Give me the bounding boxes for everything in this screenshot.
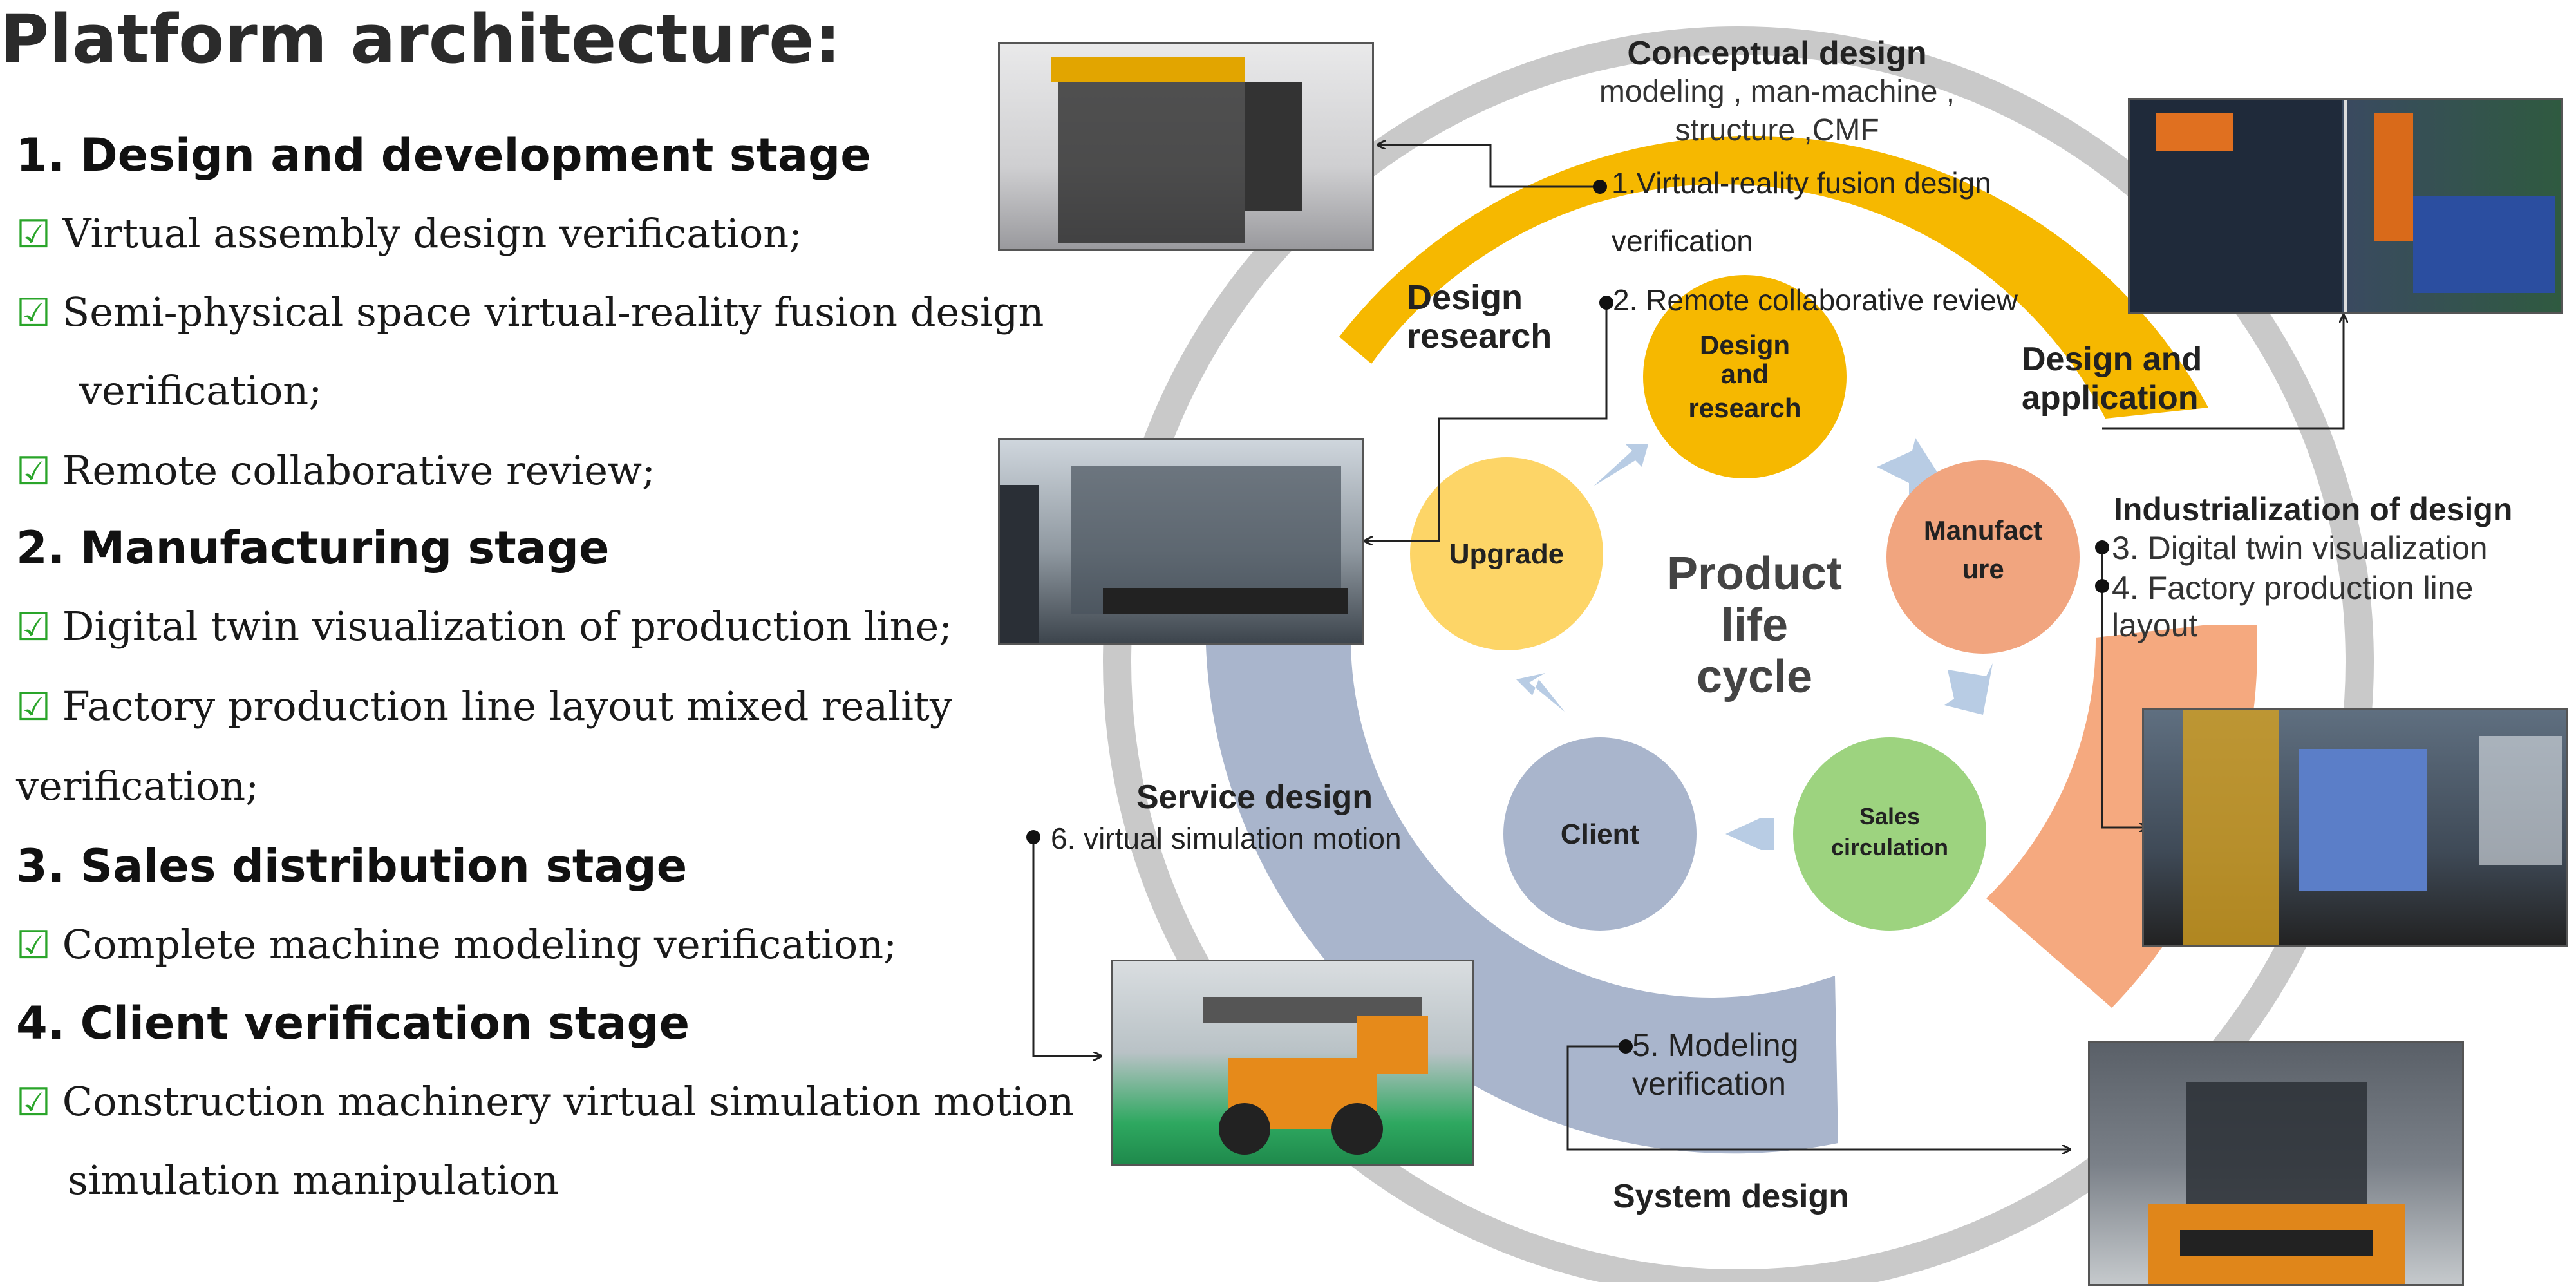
list-item-text: Construction machinery virtual simulatio… — [62, 1078, 1075, 1125]
arc-label-service-design: Service design — [1136, 779, 1373, 816]
industrialization-text: 3. Digital twin visualization — [2112, 530, 2488, 566]
list-item-text: Factory production line layout mixed rea… — [62, 683, 952, 730]
checkbox-icon: ☑ — [16, 212, 51, 257]
node-label: Client — [1561, 818, 1640, 850]
callout-1: 1.Virtual-reality fusion design — [1612, 166, 1991, 200]
node-client — [1503, 737, 1697, 931]
list-item-text: Semi-physical space virtual-reality fusi… — [62, 288, 1044, 336]
callout-6: 6. virtual simulation motion — [1051, 822, 1402, 855]
node-label: and — [1721, 359, 1769, 389]
node-label: Design — [1700, 330, 1790, 360]
center-title: life — [1721, 600, 1788, 651]
list-item-text: Digital twin visualization of production… — [62, 603, 953, 650]
node-label: circulation — [1831, 834, 1948, 860]
center-title: Product — [1667, 548, 1842, 600]
stage-heading-sales-distribution: 3. Sales distribution stage — [16, 840, 688, 893]
list-item-continuation: simulation manipulation — [68, 1157, 559, 1204]
callout-5: 5. Modeling — [1632, 1027, 1799, 1063]
arc-label-system-design: System design — [1613, 1178, 1849, 1215]
checkbox-icon: ☑ — [16, 290, 51, 336]
photo-vr-user — [998, 438, 1364, 645]
list-item-continuation: verification; — [79, 367, 323, 414]
list-item: ☑Remote collaborative review; — [16, 447, 655, 494]
list-item: ☑Factory production line layout mixed re… — [16, 683, 952, 730]
node-upgrade — [1410, 457, 1603, 650]
page-title: Platform architecture: — [0, 0, 841, 79]
node-label: ure — [1962, 554, 2004, 584]
checkbox-icon: ☑ — [16, 1080, 51, 1125]
callout-dots — [1026, 180, 2109, 1054]
connector-lines — [1032, 145, 2344, 1149]
photo-aerial-lift — [1111, 960, 1474, 1166]
node-label: Sales — [1859, 803, 1920, 829]
list-item: ☑Virtual assembly design verification; — [16, 210, 802, 257]
flow-chevron-icon — [1944, 663, 1993, 715]
industrialization-text: layout — [2112, 607, 2198, 643]
list-item: ☑Semi-physical space virtual-reality fus… — [16, 288, 1044, 336]
callout-2: 2. Remote collaborative review — [1613, 283, 2018, 317]
photo-vehicle-cab — [2088, 1041, 2464, 1286]
list-item-text: Virtual assembly design verification; — [62, 210, 803, 257]
list-item: ☑Digital twin visualization of productio… — [16, 603, 952, 650]
conceptual-design-text: structure ,CMF — [1675, 113, 1879, 147]
list-item: ☑Complete machine modeling verification; — [16, 921, 897, 968]
checkbox-icon: ☑ — [16, 923, 51, 968]
photo-factory-line — [2142, 708, 2568, 947]
node-label: research — [1688, 393, 1801, 423]
arc-label-design-application: Design and — [2022, 341, 2202, 378]
arc-label-design-application: application — [2022, 379, 2198, 417]
checkbox-icon: ☑ — [16, 449, 51, 494]
outer-ring — [1103, 26, 2374, 1282]
flow-chevron-icon — [1725, 818, 1774, 850]
conceptual-design-title: Conceptual design — [1627, 35, 1926, 72]
list-item: ☑Construction machinery virtual simulati… — [16, 1078, 1074, 1125]
conceptual-design-text: modeling , man-machine , — [1599, 75, 1955, 109]
stage-heading-design-development: 1. Design and development stage — [16, 129, 871, 182]
photo-cab-design — [998, 42, 1374, 251]
flow-chevron-icon — [1516, 673, 1565, 712]
node-label: Upgrade — [1449, 538, 1564, 570]
stage-heading-client-verification: 4. Client verification stage — [16, 997, 690, 1050]
photo-robot-arms — [2128, 98, 2563, 314]
node-sales — [1793, 737, 1986, 931]
stage-heading-manufacturing: 2. Manufacturing stage — [16, 522, 610, 574]
node-label: Manufact — [1924, 515, 2042, 545]
node-design-research — [1643, 275, 1847, 478]
callout-5: verification — [1632, 1066, 1786, 1102]
service-system-arc-blue — [1205, 554, 1838, 1154]
flow-chevron-icon — [1877, 438, 1938, 496]
list-item-continuation: verification; — [16, 762, 259, 809]
industrialization-title: Industrialization of design — [2114, 491, 2512, 527]
callout-1: verification — [1612, 224, 1753, 258]
industrialization-text: 4. Factory production line — [2112, 570, 2473, 606]
design-arc-yellow — [1339, 135, 2208, 419]
center-title: cycle — [1697, 651, 1812, 703]
node-manufacture — [1886, 460, 2080, 654]
flow-chevron-icon — [1594, 444, 1648, 486]
arc-label-design-research: research — [1407, 317, 1552, 355]
arc-label-design-research: Design — [1407, 278, 1523, 317]
list-item-text: Complete machine modeling verification; — [62, 921, 898, 968]
checkbox-icon: ☑ — [16, 685, 51, 730]
list-item-text: Remote collaborative review; — [62, 447, 655, 494]
checkbox-icon: ☑ — [16, 605, 51, 650]
